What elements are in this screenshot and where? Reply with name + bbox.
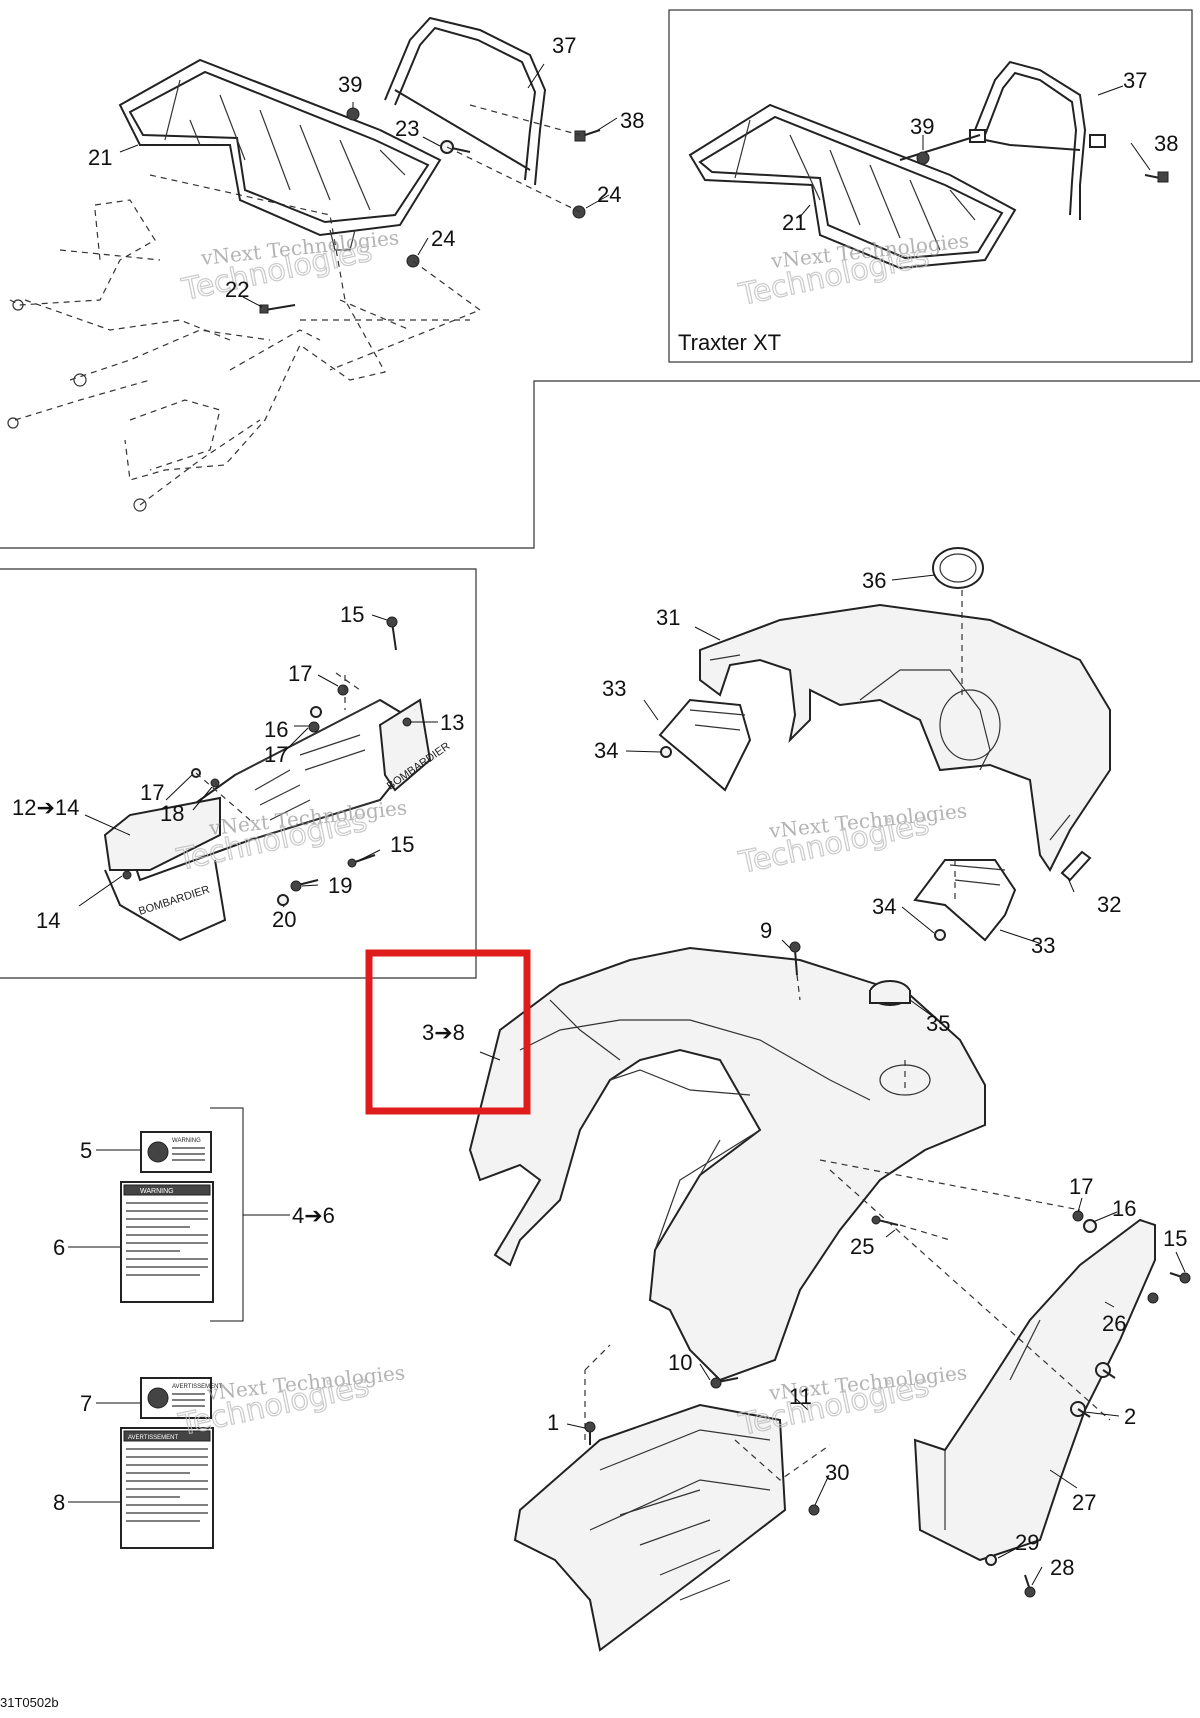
- callout-17: 17: [140, 780, 164, 805]
- callout-13: 13: [440, 710, 464, 735]
- traxter-xt-inset-frame: [668, 9, 1193, 363]
- callout-3-to-8: 3➔8: [422, 1020, 465, 1045]
- callout-16: 16: [264, 717, 288, 742]
- callout-10: 10: [668, 1350, 692, 1375]
- callout-22: 22: [225, 277, 249, 302]
- callout-15: 15: [390, 832, 414, 857]
- rear-frame-outline: [7, 174, 470, 512]
- callout-38: 38: [620, 108, 644, 133]
- callout-33: 33: [602, 676, 626, 701]
- callout-11: 11: [789, 1384, 812, 1409]
- side-fender-27: [913, 1218, 1156, 1562]
- footwell-1: [513, 1344, 831, 1652]
- callout-26: 26: [1102, 1311, 1126, 1336]
- callout-6: 6: [53, 1235, 65, 1260]
- callout-15: 15: [1163, 1226, 1187, 1251]
- callout-2: 2: [1124, 1404, 1136, 1429]
- fender-hardware: [710, 941, 911, 1389]
- rack-hardware: [259, 104, 601, 371]
- decal-bracket-4-6: [210, 1107, 290, 1322]
- callout-38-inset: 38: [1154, 131, 1178, 156]
- callout-34: 34: [594, 738, 618, 763]
- decal-8: AVERTISSEMENT: [120, 1427, 214, 1549]
- rear-body-3-8: [468, 946, 986, 1382]
- rear-rack-section-border: [0, 380, 1200, 549]
- watermarks: vNext Technologies Technologies vNext Te…: [173, 225, 970, 1443]
- callout-14: 14: [36, 908, 60, 933]
- callout-17: 17: [1069, 1174, 1093, 1199]
- callout-25: 25: [850, 1234, 874, 1259]
- callout-4-to-6: 4➔6: [292, 1203, 335, 1228]
- callout-9: 9: [760, 918, 772, 943]
- callout-21: 21: [88, 145, 112, 170]
- grill-33-upper: [658, 698, 752, 792]
- cover-alignment-dashes: [954, 590, 963, 900]
- callout-15: 15: [340, 602, 364, 627]
- callout-16: 16: [1112, 1196, 1136, 1221]
- decal-5-warning-text: WARNING: [172, 1138, 201, 1144]
- decal-6: WARNING: [120, 1181, 214, 1303]
- inset-grab-bar-37: [899, 60, 1169, 220]
- grill-33-lower: [913, 850, 1092, 942]
- highlight-box-3-to-8: [365, 949, 531, 1115]
- upper-cover-31: [699, 603, 1111, 872]
- callout-19: 19: [328, 873, 352, 898]
- callout-31: 31: [656, 605, 680, 630]
- callout-29: 29: [1015, 1530, 1039, 1555]
- callout-labels: 21 39 37 23 38 24 24 22 37 39 38 21 Trax…: [0, 33, 1187, 1710]
- callout-18: 18: [160, 801, 184, 826]
- drawing-code: 31T0502b: [0, 1695, 59, 1710]
- fascia-hardware: [122, 616, 412, 906]
- decal-7: AVERTISSEMENT: [140, 1377, 222, 1419]
- callout-5: 5: [80, 1138, 92, 1163]
- fascia-brand-left: BOMBARDIER: [137, 884, 211, 918]
- callout-8: 8: [53, 1490, 65, 1515]
- callout-24: 24: [431, 226, 455, 251]
- callout-35: 35: [926, 1011, 950, 1036]
- rear-rack-21: [118, 58, 442, 251]
- callout-37-inset: 37: [1123, 68, 1147, 93]
- gas-cap-ring-36: [932, 547, 984, 589]
- decal-6-warning-text: WARNING: [140, 1188, 174, 1195]
- callout-17: 17: [288, 661, 312, 686]
- callout-24: 24: [597, 182, 621, 207]
- decal-7-avert-text: AVERTISSEMENT: [172, 1384, 222, 1390]
- callout-20: 20: [272, 907, 296, 932]
- callout-17: 17: [264, 742, 288, 767]
- callout-37: 37: [552, 33, 576, 58]
- callout-21-inset: 21: [782, 210, 806, 235]
- callout-30: 30: [825, 1460, 849, 1485]
- callout-7: 7: [80, 1391, 92, 1416]
- callout-34: 34: [872, 894, 896, 919]
- decal-8-avert-text: AVERTISSEMENT: [128, 1435, 178, 1441]
- callout-36: 36: [862, 568, 886, 593]
- fender-fasteners: [819, 1159, 1191, 1598]
- callout-39-inset: 39: [910, 114, 934, 139]
- inset-title: Traxter XT: [678, 330, 781, 355]
- rear-grab-bar-37: [384, 16, 547, 186]
- callout-32: 32: [1097, 892, 1121, 917]
- callout-12-to-14: 12➔14: [12, 795, 79, 820]
- callout-28: 28: [1050, 1555, 1074, 1580]
- callout-39: 39: [338, 72, 362, 97]
- callout-1: 1: [547, 1410, 559, 1435]
- callout-33: 33: [1031, 933, 1055, 958]
- inset-rack-21: [688, 103, 1017, 270]
- front-fascia-section-border: [0, 568, 477, 979]
- leader-lines: [68, 63, 1186, 1586]
- decal-5: WARNING: [140, 1131, 212, 1173]
- callout-23: 23: [395, 116, 419, 141]
- callout-27: 27: [1072, 1490, 1096, 1515]
